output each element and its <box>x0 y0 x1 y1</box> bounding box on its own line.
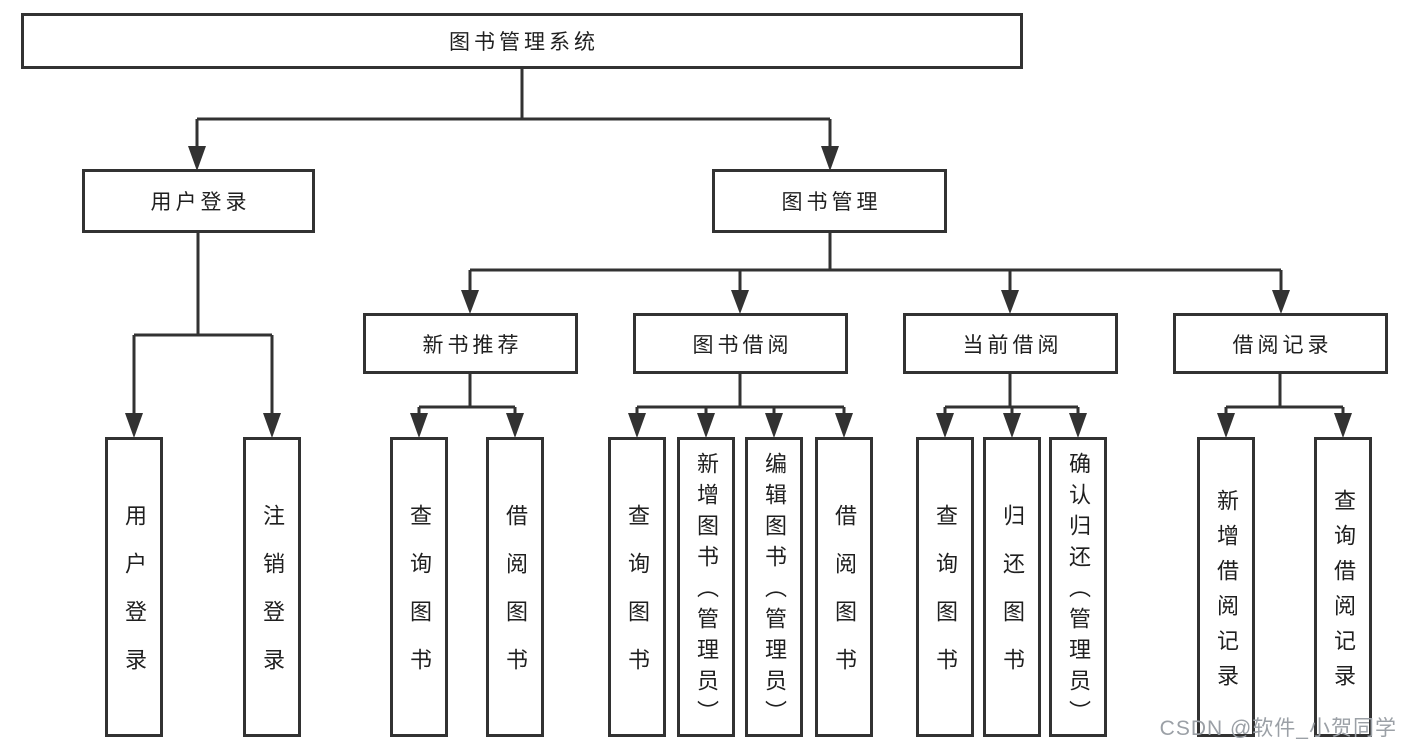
leaf-query-borrow-record: 查询借阅记录 <box>1314 437 1372 737</box>
node-library-system: 图书管理系统 <box>21 13 1023 69</box>
node-borrow-records: 借阅记录 <box>1173 313 1388 374</box>
node-new-book-recommend: 新书推荐 <box>363 313 578 374</box>
leaf-borrow-books: 借阅图书 <box>815 437 873 737</box>
leaf-user-login: 用户登录 <box>105 437 163 737</box>
leaf-borrow-books-recommend: 借阅图书 <box>486 437 544 737</box>
leaf-add-book-admin: 新增图书（管理员） <box>677 437 735 737</box>
node-book-borrow: 图书借阅 <box>633 313 848 374</box>
leaf-confirm-return-admin: 确认归还（管理员） <box>1049 437 1107 737</box>
leaf-query-books-current: 查询图书 <box>916 437 974 737</box>
node-book-management: 图书管理 <box>712 169 947 233</box>
node-user-login: 用户登录 <box>82 169 315 233</box>
node-current-borrow: 当前借阅 <box>903 313 1118 374</box>
leaf-logout: 注销登录 <box>243 437 301 737</box>
leaf-edit-book-admin: 编辑图书（管理员） <box>745 437 803 737</box>
leaf-query-books-borrow: 查询图书 <box>608 437 666 737</box>
leaf-add-borrow-record: 新增借阅记录 <box>1197 437 1255 737</box>
leaf-query-books-recommend: 查询图书 <box>390 437 448 737</box>
csdn-watermark: CSDN @软件_小贺同学 <box>1159 717 1397 740</box>
leaf-return-book: 归还图书 <box>983 437 1041 737</box>
